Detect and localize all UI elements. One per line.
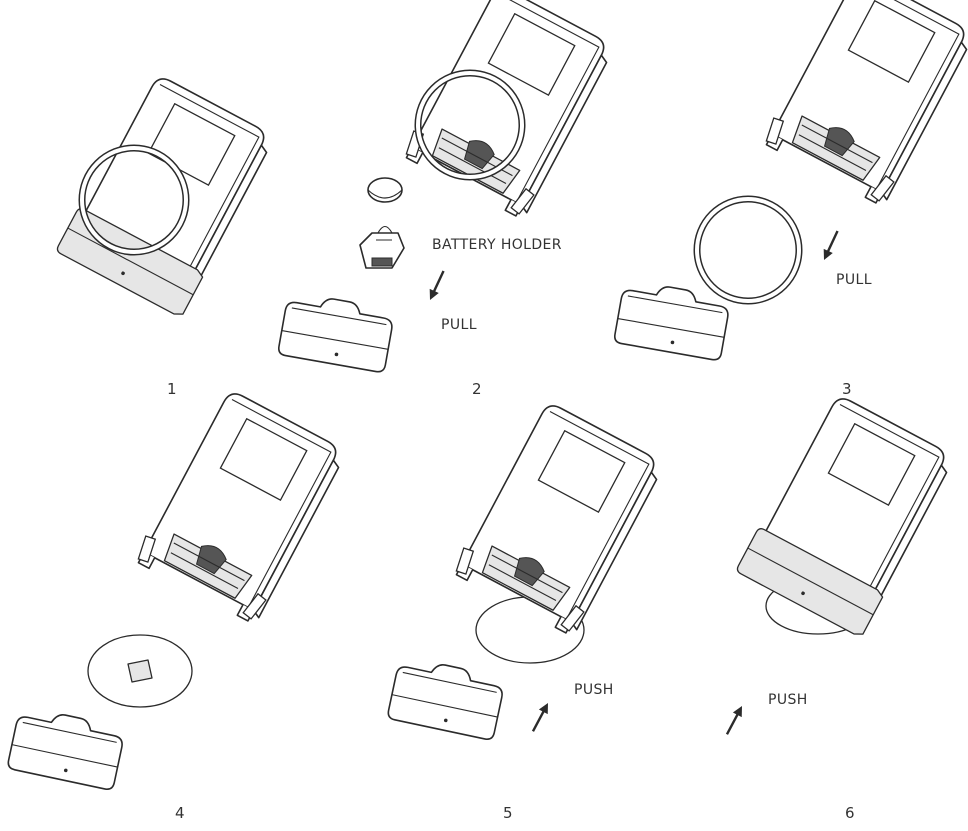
remote-open-4 [133,387,347,625]
o-ring-2 [414,69,526,181]
coin-battery [367,177,403,203]
step-number-6: 6 [845,804,855,822]
step-6-figure [721,391,957,738]
step-number-5: 5 [503,804,513,822]
o-ring-1 [78,144,190,256]
step-4-figure [6,387,347,792]
step-number-2: 2 [472,380,482,398]
push-arrow-6 [721,702,748,738]
end-cap-4 [6,704,127,792]
end-cap-5 [386,654,507,742]
remote-open-3 [761,0,968,207]
battery-holder-label: BATTERY HOLDER [432,237,562,253]
pull-arrow-3 [818,227,844,264]
step-3-figure [612,0,968,362]
push-label-6: PUSH [768,692,808,708]
push-arrow-5 [527,699,554,735]
end-cap-2 [276,290,396,374]
step-number-4: 4 [175,804,185,822]
step-number-1: 1 [167,380,177,398]
step-1-figure [56,71,277,318]
step-number-3: 3 [842,380,852,398]
pull-arrow-2 [424,267,450,304]
step-5-figure [386,399,665,742]
pull-label-2: PULL [441,317,477,333]
remote-closed-1 [56,71,277,318]
o-ring-3 [693,195,803,305]
remote-open-2 [401,0,615,220]
pull-label-3: PULL [836,272,872,288]
step-2-figure [276,0,615,374]
battery-holder-on-disc [127,659,153,683]
push-label-5: PUSH [574,682,614,698]
battery-holder-part [359,225,405,269]
remote-open-5 [451,399,665,637]
